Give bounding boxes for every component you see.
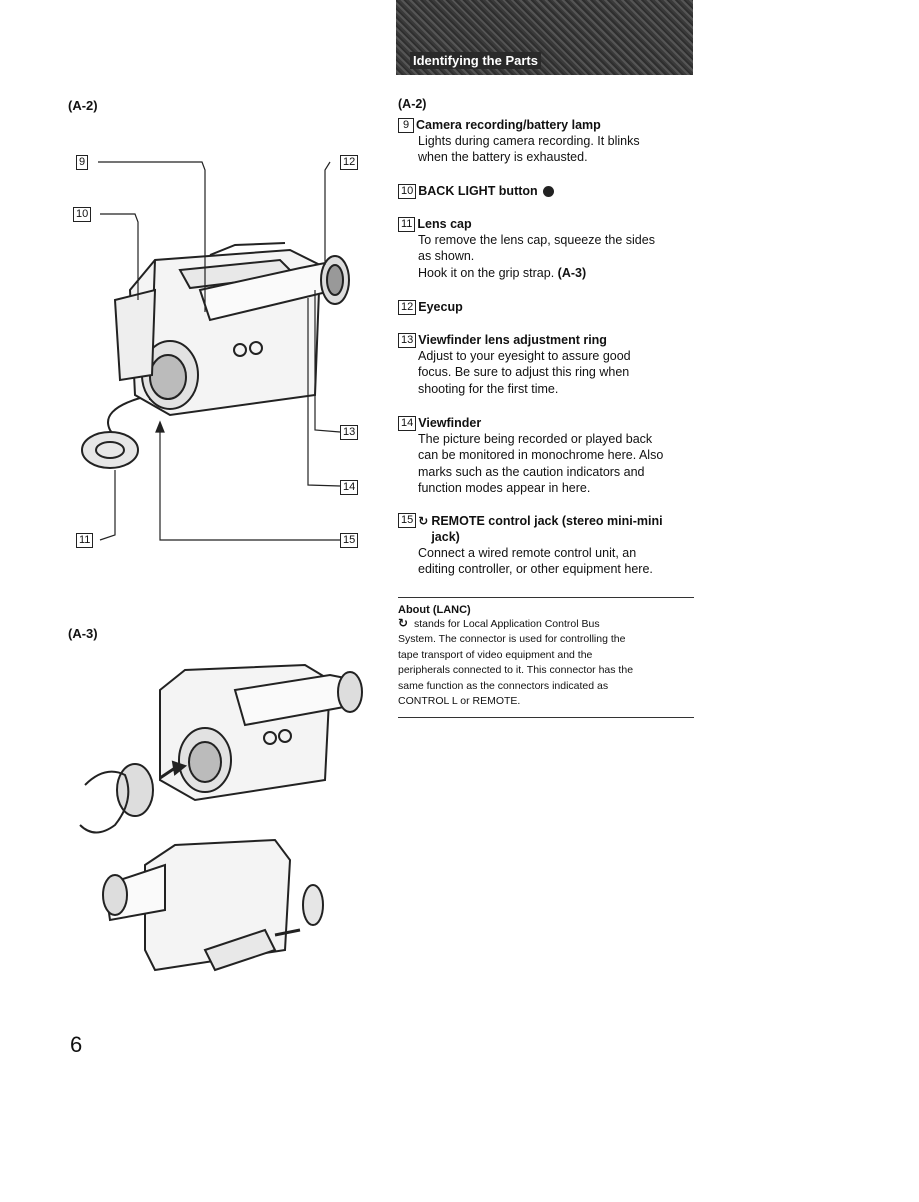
label-a3-left: (A-3): [68, 626, 98, 641]
item-reference: (A-3): [557, 265, 587, 280]
item-number: 13: [398, 332, 417, 348]
lanc-note: About (LANC) ↻ stands for Local Applicat…: [398, 597, 694, 719]
callout-12: 12: [340, 155, 359, 170]
item-title: REMOTE control jack (stereo mini-mini ja…: [431, 514, 663, 544]
item-description: To remove the lens cap, squeeze the side…: [418, 233, 655, 280]
note-body: stands for Local Application Control Bus…: [398, 618, 634, 708]
item-title: BACK LIGHT button: [418, 184, 538, 198]
callout-11: 11: [76, 533, 94, 548]
callout-9: 9: [76, 155, 89, 170]
reference-dot-icon: [542, 185, 554, 197]
callout-10: 10: [73, 207, 92, 222]
callout-13: 13: [340, 425, 359, 440]
item-number: 10: [398, 183, 417, 199]
item-number: 12: [398, 299, 417, 315]
item-title: Camera recording/battery lamp: [416, 118, 601, 132]
item-15: 15↻REMOTE control jack (stereo mini-mini…: [398, 513, 698, 578]
page-number: 6: [70, 1032, 83, 1057]
label-a2-right: (A-2): [398, 97, 427, 111]
item-number: 14: [398, 415, 417, 431]
label-a2-left: (A-2): [68, 98, 98, 113]
item-description: Connect a wired remote control unit, an …: [418, 546, 653, 577]
header-title: Identifying the Parts: [410, 52, 541, 69]
item-title: Viewfinder: [418, 416, 482, 430]
item-title: Eyecup: [418, 300, 463, 314]
lanc-icon: ↻: [398, 616, 409, 630]
header-banner: Identifying the Parts: [396, 0, 693, 75]
item-number: 9: [398, 117, 414, 133]
callout-14: 14: [340, 480, 359, 495]
item-description: The picture being recorded or played bac…: [418, 432, 664, 495]
item-number: 11: [398, 216, 416, 232]
callout-15: 15: [340, 533, 359, 548]
lens-cap-illustration-a3: [79, 663, 363, 972]
item-description: Adjust to your eyesight to assure good f…: [418, 349, 631, 396]
item-title: Lens cap: [417, 217, 472, 231]
note-title: About (LANC): [398, 604, 471, 616]
camcorder-illustration-a2: [81, 161, 350, 541]
item-title: Viewfinder lens adjustment ring: [418, 333, 607, 347]
item-description: Lights during camera recording. It blink…: [418, 134, 640, 165]
item-number: 15: [398, 513, 417, 528]
lanc-icon: ↻: [418, 514, 429, 528]
